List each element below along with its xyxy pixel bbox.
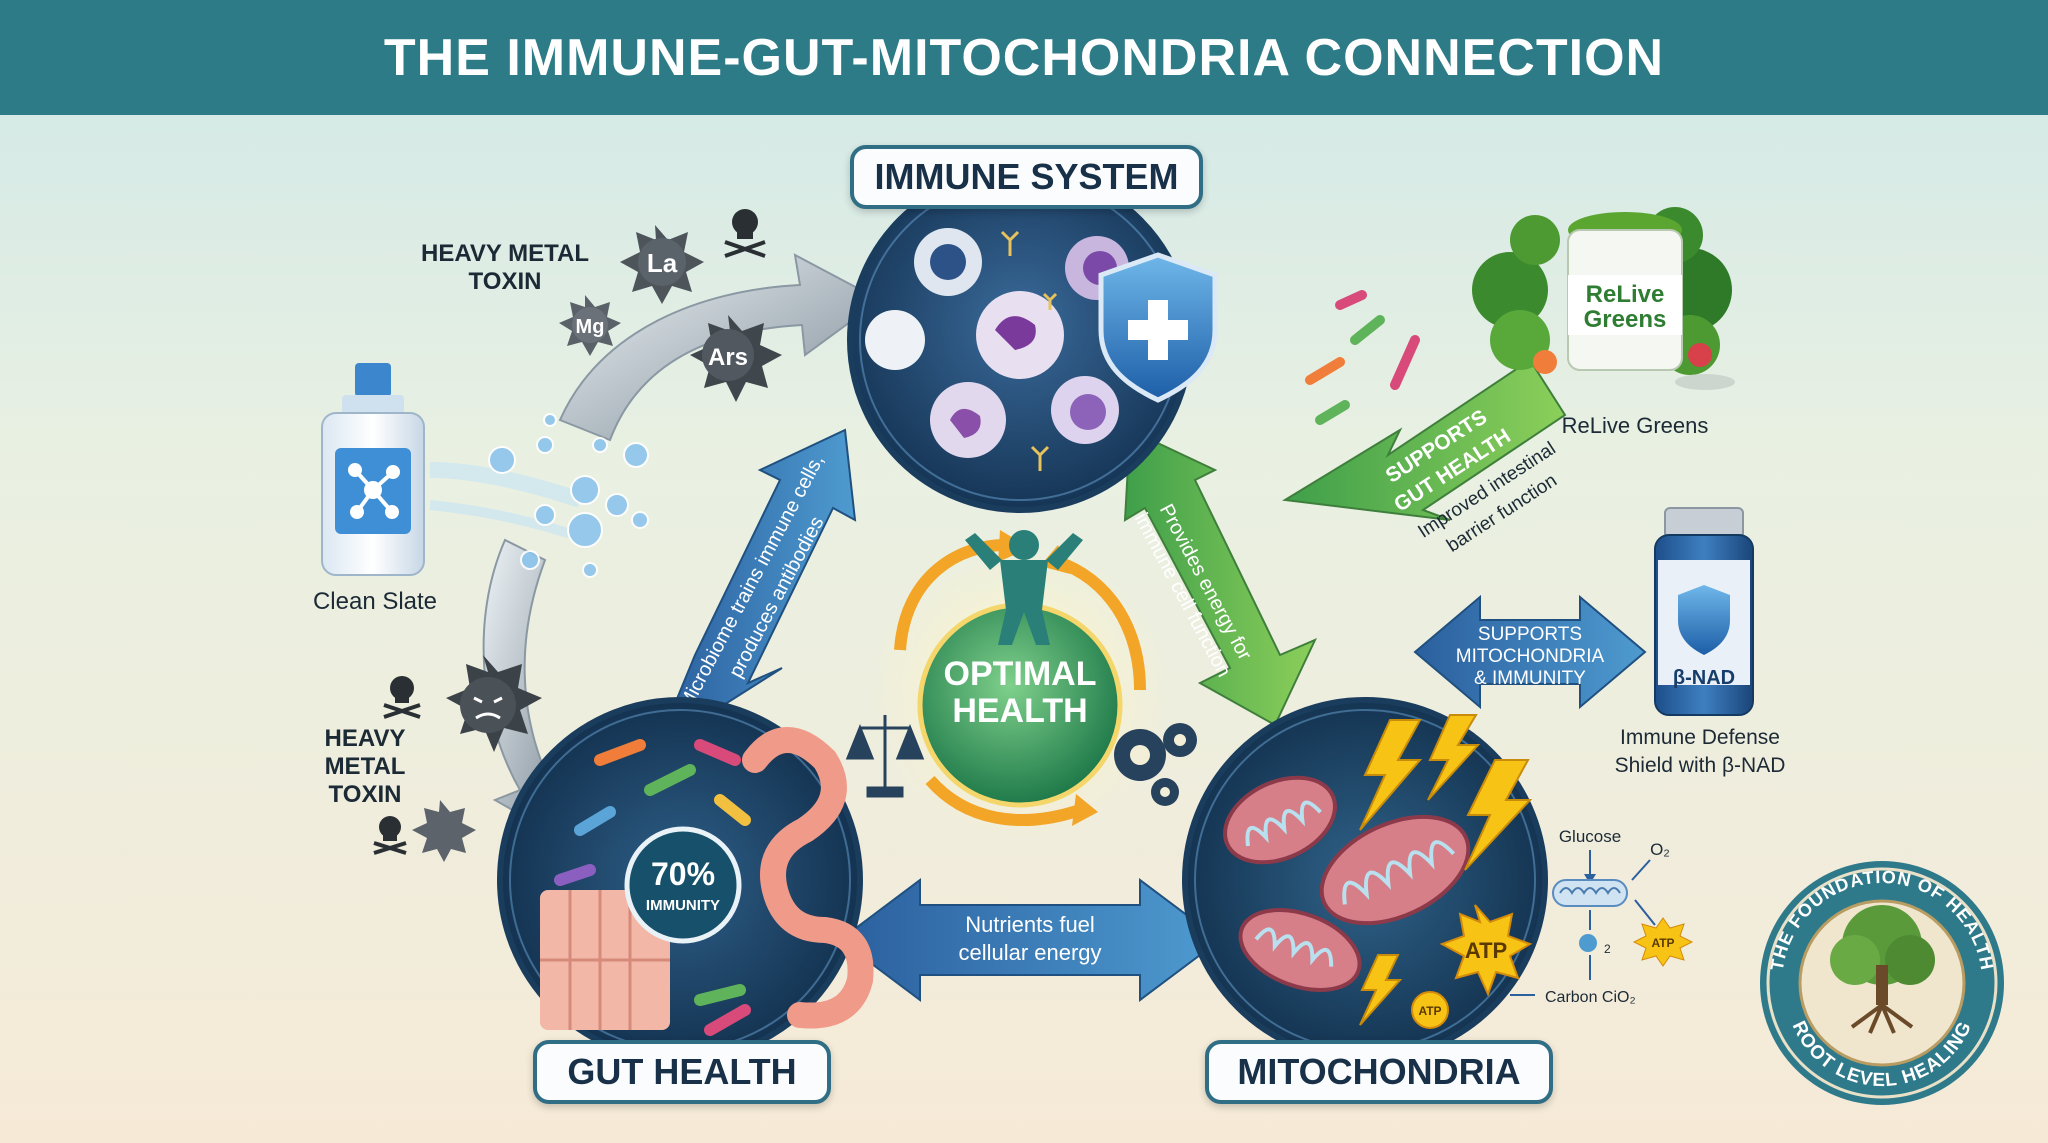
immune-system-label: IMMUNE SYSTEM bbox=[850, 145, 1203, 209]
toxin-la-icon: La bbox=[620, 225, 704, 304]
page-title: THE IMMUNE-GUT-MITOCHONDRIA CONNECTION bbox=[383, 28, 1665, 87]
nad-bottle-icon: β-NAD bbox=[1654, 507, 1754, 716]
toxin-bottom-label: HEAVY METAL TOXIN bbox=[300, 725, 430, 809]
mitochondria-text: MITOCHONDRIA bbox=[1237, 1051, 1521, 1092]
toxin-mg-label: Mg bbox=[576, 316, 605, 338]
greens-jar-text1: ReLive bbox=[1586, 281, 1665, 308]
toxin-mg-icon: Mg bbox=[559, 295, 621, 356]
toxin-ars-label: Ars bbox=[708, 344, 748, 371]
nad-arrow-label2: MITOCHONDRIA bbox=[1456, 646, 1605, 667]
person-icon bbox=[965, 530, 1083, 645]
spray-bubbles bbox=[429, 413, 649, 578]
nad-bottle-label: β-NAD bbox=[1673, 667, 1735, 689]
nad-arrow bbox=[1413, 594, 1647, 710]
atp-burst-icon: ATP bbox=[1439, 904, 1533, 997]
respiration-detail: Glucose O₂ ATP 2 Carbon CiO₂ bbox=[1510, 827, 1694, 1006]
relive-greens-jar-icon: ReLive Greens bbox=[1472, 207, 1735, 390]
greens-jar-text2: Greens bbox=[1584, 306, 1667, 333]
arrow-gut-immune bbox=[658, 428, 857, 743]
atp-label: ATP bbox=[1465, 938, 1507, 963]
nad-arrow-label1: SUPPORTS bbox=[1478, 624, 1582, 645]
gut-health-node: 70% IMMUNITY bbox=[497, 697, 874, 1063]
mitochondrion-icon bbox=[1223, 775, 1337, 865]
mitochondria-label: MITOCHONDRIA bbox=[1205, 1040, 1553, 1104]
clean-slate-label: Clean Slate bbox=[312, 588, 438, 615]
glucose-label: Glucose bbox=[1559, 827, 1621, 846]
center-label-line2: HEALTH bbox=[952, 692, 1087, 730]
atp-small-icon: ATP bbox=[1411, 991, 1449, 1029]
lightning-icon bbox=[1359, 714, 1533, 1026]
root-level-healing-seal: THE FOUNDATION OF HEALTH ROOT LEVEL HEAL… bbox=[1760, 861, 2004, 1105]
gut-health-text: GUT HEALTH bbox=[567, 1051, 797, 1092]
gut-badge-label: IMMUNITY bbox=[646, 897, 720, 914]
center-label-line1: OPTIMAL bbox=[944, 655, 1097, 693]
balance-scale-icon bbox=[845, 715, 925, 798]
clean-slate-bottle-icon bbox=[321, 363, 425, 576]
toxin-ars-icon: Ars bbox=[690, 315, 782, 402]
o2-small-label: 2 bbox=[1604, 942, 1611, 956]
toxin-top-line2: TOXIN bbox=[468, 268, 542, 295]
optimal-health-center: OPTIMAL HEALTH bbox=[845, 530, 1197, 840]
probiotics-decor bbox=[1305, 290, 1420, 425]
atp-side-label: ATP bbox=[1651, 936, 1674, 950]
toxin-top-line1: HEAVY METAL bbox=[420, 240, 589, 267]
title-banner: THE IMMUNE-GUT-MITOCHONDRIA CONNECTION bbox=[0, 0, 2048, 115]
atp-small-label: ATP bbox=[1418, 1004, 1441, 1018]
toxin-arrow-top bbox=[558, 253, 882, 442]
gut-health-label: GUT HEALTH bbox=[533, 1040, 831, 1104]
nad-caption-line1: Immune Defense bbox=[1620, 726, 1780, 749]
greens-arrow bbox=[1282, 358, 1567, 521]
nad-caption-line2: Shield with β-NAD bbox=[1615, 754, 1786, 777]
gears-icon bbox=[1114, 723, 1197, 806]
mitochondria-node: ATP ATP bbox=[1182, 697, 1548, 1063]
o2-label: O₂ bbox=[1650, 840, 1670, 859]
tree-icon bbox=[1830, 905, 1935, 1034]
skull-icon bbox=[383, 676, 421, 719]
gut-badge-percent: 70% bbox=[651, 856, 715, 892]
arrow-gut-mito-label2: cellular energy bbox=[958, 940, 1101, 965]
greens-caption: ReLive Greens bbox=[1562, 413, 1709, 438]
toxin-bottom-line3: TOXIN bbox=[328, 781, 402, 808]
mitochondrion-icon bbox=[1238, 908, 1362, 992]
skull-icon bbox=[373, 816, 407, 855]
toxin-bottom-line1: HEAVY bbox=[324, 725, 406, 752]
skull-icon bbox=[724, 209, 766, 258]
mitochondrion-icon bbox=[1319, 814, 1471, 926]
toxin-la-label: La bbox=[647, 248, 678, 278]
nad-arrow-label3: & IMMUNITY bbox=[1474, 668, 1586, 689]
arrow-gut-mito-label1: Nutrients fuel bbox=[965, 912, 1095, 937]
toxin-small-icon bbox=[412, 800, 476, 862]
toxin-top-label: HEAVY METAL TOXIN bbox=[420, 240, 590, 296]
mito-mini-icon bbox=[1552, 879, 1628, 907]
toxin-bottom-line2: METAL bbox=[324, 753, 406, 780]
toxin-angry-icon bbox=[446, 655, 542, 752]
immune-system-text: IMMUNE SYSTEM bbox=[874, 156, 1179, 197]
co2-label: Carbon CiO₂ bbox=[1545, 989, 1636, 1006]
